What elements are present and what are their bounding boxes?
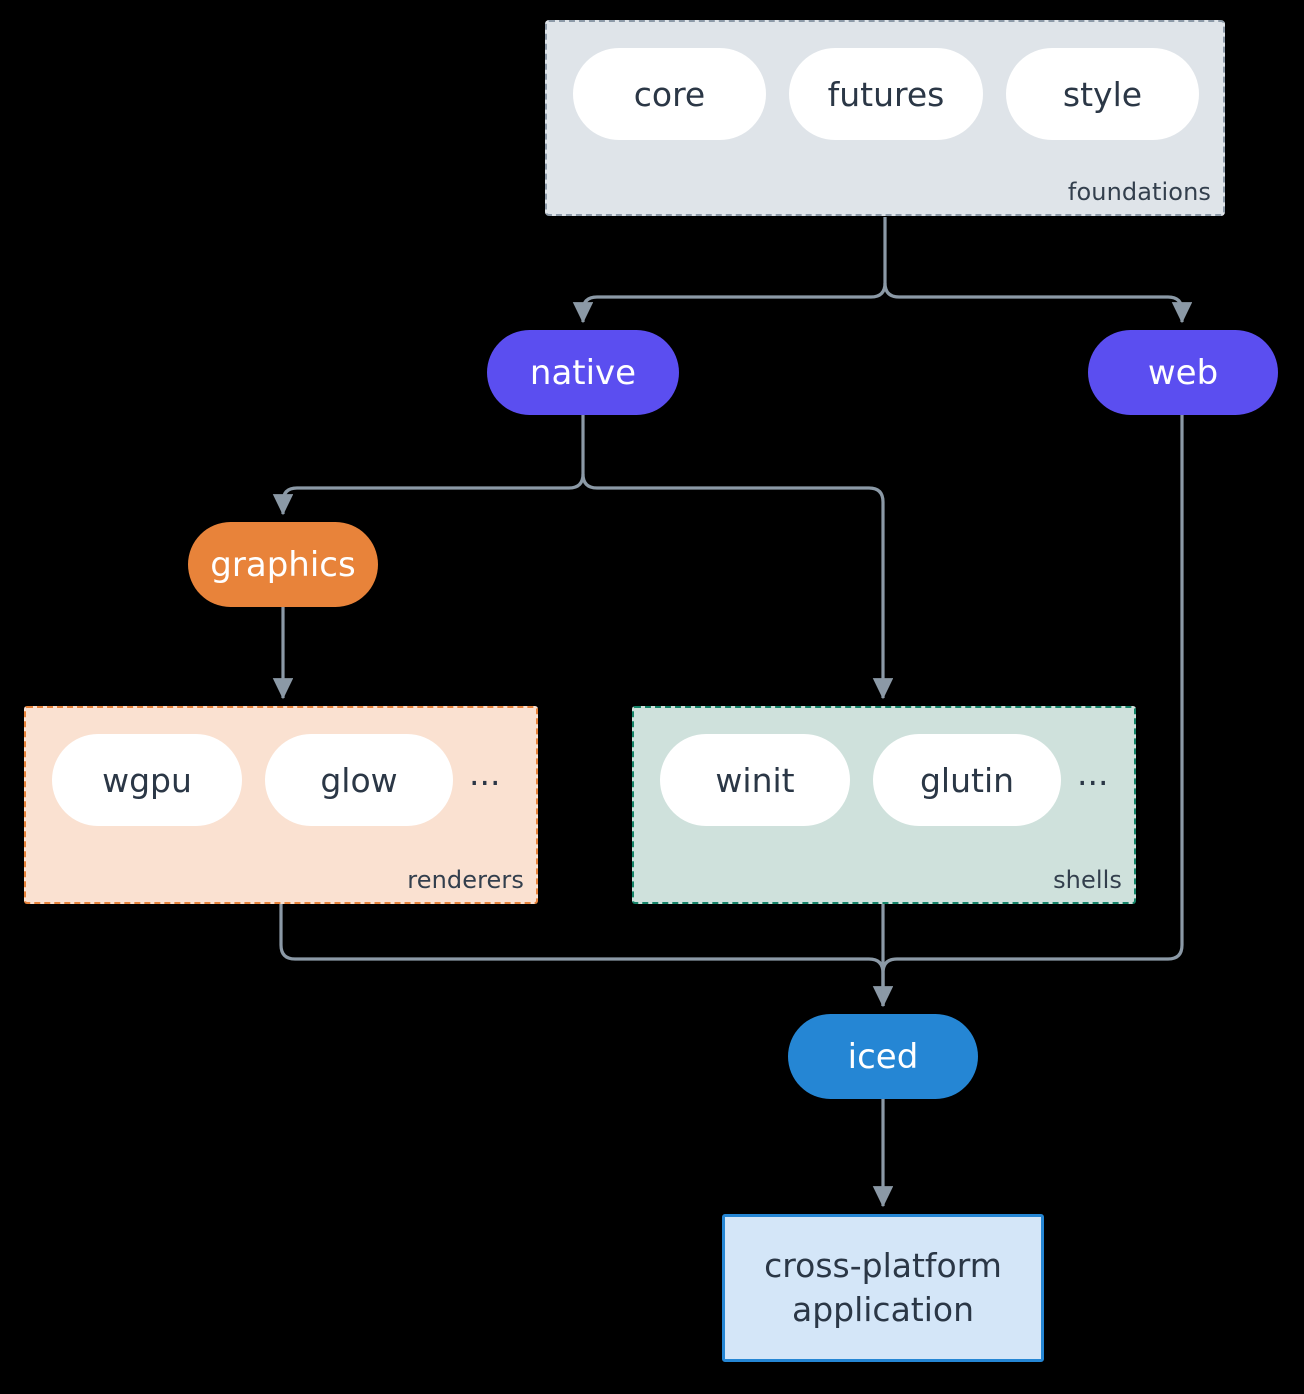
node-style[interactable]: style bbox=[1006, 48, 1199, 140]
node-core[interactable]: core bbox=[573, 48, 766, 140]
node-iced[interactable]: iced bbox=[788, 1014, 978, 1099]
cluster-renderers: wgpu glow ... renderers bbox=[24, 706, 538, 904]
edge-renderers-iced bbox=[279, 904, 894, 1008]
cluster-shells: winit glutin ... shells bbox=[632, 706, 1136, 904]
shells-ellipsis: ... bbox=[1077, 753, 1109, 793]
cluster-shells-items: winit glutin ... bbox=[660, 734, 1108, 826]
edge-foundations-native bbox=[572, 217, 887, 324]
node-native[interactable]: native bbox=[487, 330, 679, 415]
cluster-renderers-items: wgpu glow ... bbox=[52, 734, 500, 826]
cluster-foundations-label: foundations bbox=[1067, 178, 1211, 206]
edge-native-shells bbox=[581, 473, 894, 700]
cluster-foundations-items: core futures style bbox=[573, 48, 1199, 140]
node-futures[interactable]: futures bbox=[789, 48, 983, 140]
cluster-foundations: core futures style foundations bbox=[545, 20, 1225, 216]
node-web[interactable]: web bbox=[1088, 330, 1278, 415]
application-line-2: application bbox=[791, 1290, 975, 1329]
cluster-shells-label: shells bbox=[1053, 866, 1122, 894]
node-glow[interactable]: glow bbox=[265, 734, 453, 826]
node-glutin[interactable]: glutin bbox=[873, 734, 1061, 826]
application-line-1: cross-platform bbox=[764, 1246, 1002, 1286]
renderers-ellipsis: ... bbox=[469, 753, 501, 793]
edge-native-graphics bbox=[272, 415, 585, 516]
node-cross-platform-application[interactable]: cross-platform application bbox=[722, 1214, 1044, 1362]
cluster-renderers-label: renderers bbox=[407, 866, 524, 894]
edge-foundations-web bbox=[883, 282, 1193, 324]
node-wgpu[interactable]: wgpu bbox=[52, 734, 242, 826]
node-winit[interactable]: winit bbox=[660, 734, 850, 826]
node-graphics[interactable]: graphics bbox=[188, 522, 378, 607]
